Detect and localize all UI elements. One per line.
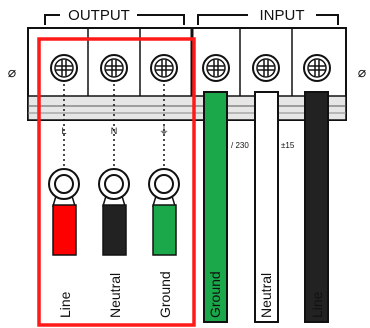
input-cable-ground-label: Ground xyxy=(207,271,223,318)
output-leader-lines xyxy=(63,84,165,166)
input-cable-line: Line xyxy=(304,91,329,323)
output-wire-line: Line xyxy=(48,168,80,318)
input-group-bracket: INPUT xyxy=(197,7,339,25)
output-wire-ground: Ground xyxy=(148,168,180,318)
input-cable-line-label: Line xyxy=(309,291,325,318)
output-screw-neutral xyxy=(100,54,128,82)
input-cable-neutral: Neutral xyxy=(254,91,279,323)
output-wire-ground-label: Ground xyxy=(157,271,173,318)
terminal-block xyxy=(27,27,347,121)
right-mount-hole-symbol: ⌀ xyxy=(358,64,366,80)
input-screw-ground xyxy=(202,54,230,82)
output-wire-neutral-label: Neutral xyxy=(107,273,123,318)
left-mount-hole-symbol: ⌀ xyxy=(8,64,16,80)
input-screw-line xyxy=(303,54,331,82)
output-wire-neutral: Neutral xyxy=(98,168,130,318)
output-group-label: OUTPUT xyxy=(68,7,130,24)
input-group-label: INPUT xyxy=(260,7,305,24)
voltage-text-left: / 230 xyxy=(231,141,249,150)
output-screw-ground xyxy=(150,54,178,82)
output-screw-line xyxy=(50,54,78,82)
input-cable-ground: Ground xyxy=(203,91,228,323)
input-screw-neutral xyxy=(252,54,280,82)
output-highlight-box xyxy=(37,37,196,327)
voltage-text-right: ±15 xyxy=(281,141,295,150)
output-wire-line-label: Line xyxy=(57,291,73,318)
output-group-bracket: OUTPUT xyxy=(44,7,185,25)
input-cable-neutral-label: Neutral xyxy=(258,273,274,318)
